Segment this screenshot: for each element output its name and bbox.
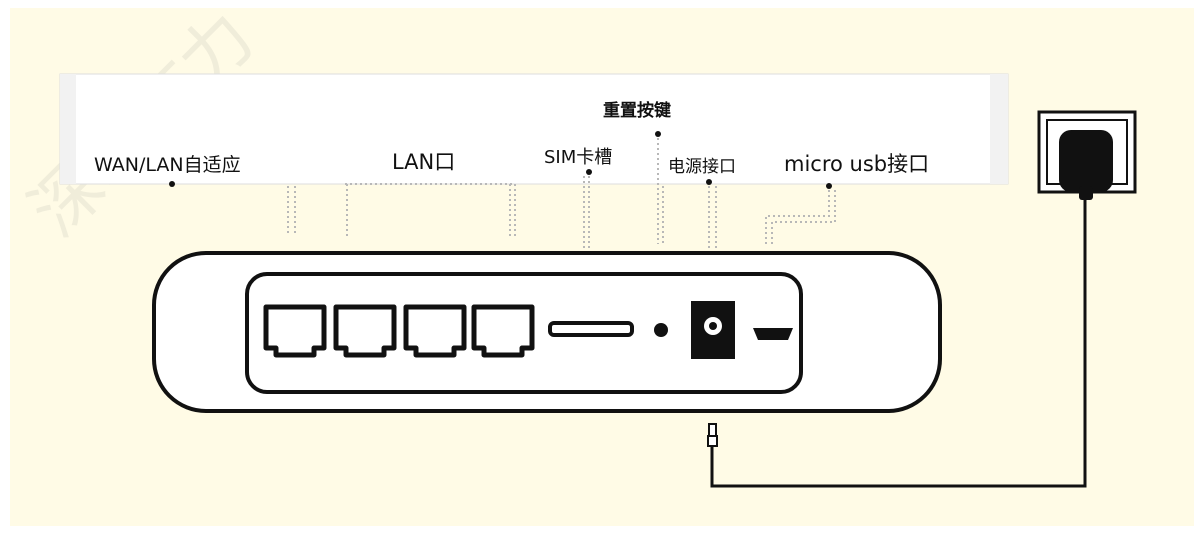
power-jack-pin [709,322,717,330]
lan-label: LAN口 [392,150,456,174]
micro-usb-label: micro usb接口 [784,152,930,176]
reset-button-hole [654,323,668,337]
ethernet-port-4 [471,304,535,358]
power-plug [707,423,718,447]
label-panel-left-edge [60,74,76,184]
wan-lan-label: WAN/LAN自适应 [94,154,241,176]
usb-leader-dot [826,183,832,189]
micro-usb-port [753,328,793,340]
sim-leader-dot [586,169,592,175]
reset-leader-dot [655,131,661,137]
ethernet-port-2 [333,304,397,358]
reset-label: 重置按键 [603,101,671,121]
ethernet-port-3 [403,304,467,358]
power-label: 电源接口 [668,157,736,177]
sim-label: SIM卡槽 [544,147,613,168]
sim-slot [548,321,634,337]
power-leader-dot [706,179,712,185]
label-panel [59,73,1009,185]
wan-leader-dot [169,181,175,187]
power-cable [710,198,1087,488]
ethernet-port-1 [263,304,327,358]
wall-socket [1037,110,1137,200]
label-panel-right-edge [990,74,1008,184]
